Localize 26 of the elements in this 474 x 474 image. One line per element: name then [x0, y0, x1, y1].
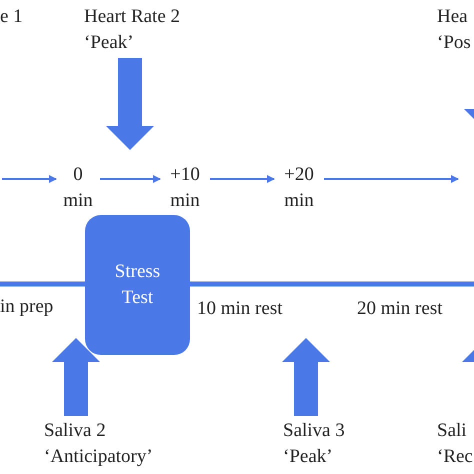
phase-label: ‘Anticipatory’: [44, 445, 153, 469]
block-arrow: [282, 338, 330, 416]
phase-label: ‘Pos: [437, 31, 471, 55]
phase-label: ‘Peak’: [84, 31, 135, 55]
phase-label: 10 min rest: [197, 297, 282, 321]
phase-label: in prep: [0, 295, 54, 319]
sample-label: Saliva 3: [283, 419, 345, 443]
time-label: +10 min: [169, 163, 201, 213]
block-arrow: [106, 58, 154, 150]
arrow: [2, 175, 57, 183]
box-label: Stress Test: [114, 260, 162, 310]
phase-label: ‘Rec: [437, 445, 473, 469]
time-label: +20 min: [283, 163, 315, 213]
arrow: [324, 175, 459, 183]
phase-label: ‘Peak’: [283, 445, 334, 469]
arrow: [100, 175, 161, 183]
time-point-label: e 1: [0, 5, 23, 29]
phase-label: 20 min rest: [357, 297, 442, 321]
sample-label: Saliva 2: [44, 419, 107, 443]
block-arrow: [52, 338, 100, 416]
arrow: [210, 175, 275, 183]
sample-label: Heart Rate 2: [84, 5, 180, 29]
process-box: [85, 215, 190, 355]
time-label: 0 min: [62, 163, 94, 213]
sample-label: Hea: [437, 5, 469, 29]
sample-label: Sali: [437, 419, 468, 443]
